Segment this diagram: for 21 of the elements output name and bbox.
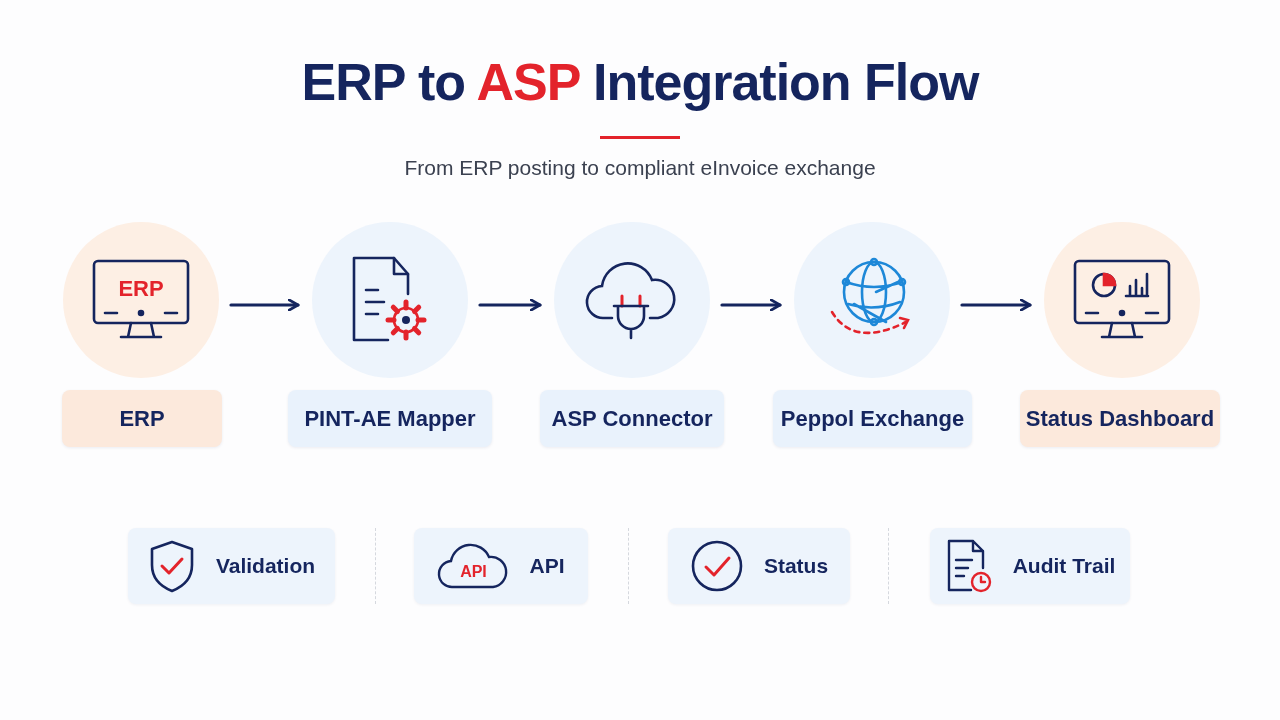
feature-label: Audit Trail: [1012, 554, 1116, 578]
feature-card: [930, 528, 1130, 604]
step-label: Peppol Exchange: [773, 390, 972, 447]
arrow: [478, 298, 542, 312]
feature-label: API: [529, 554, 565, 578]
icon-label: API: [459, 563, 488, 581]
step-label: PINT-AE Mapper: [288, 390, 492, 447]
feature-card: [414, 528, 588, 604]
feature-card: [668, 528, 850, 604]
title: ERP to ASP Integration Flow: [300, 52, 981, 112]
arrow: [720, 298, 782, 312]
step-label: ERP: [62, 390, 222, 447]
subtitle: From ERP posting to compliant eInvoice exchange: [403, 156, 877, 180]
feature-label: Status: [763, 554, 829, 578]
icon-label: ERP: [117, 276, 165, 302]
step-label: ASP Connector: [540, 390, 724, 447]
arrow: [960, 298, 1032, 312]
arrow: [229, 298, 300, 312]
feature-label: Validation: [215, 554, 316, 578]
feature-card: [128, 528, 335, 604]
step-label: Status Dashboard: [1020, 390, 1220, 447]
